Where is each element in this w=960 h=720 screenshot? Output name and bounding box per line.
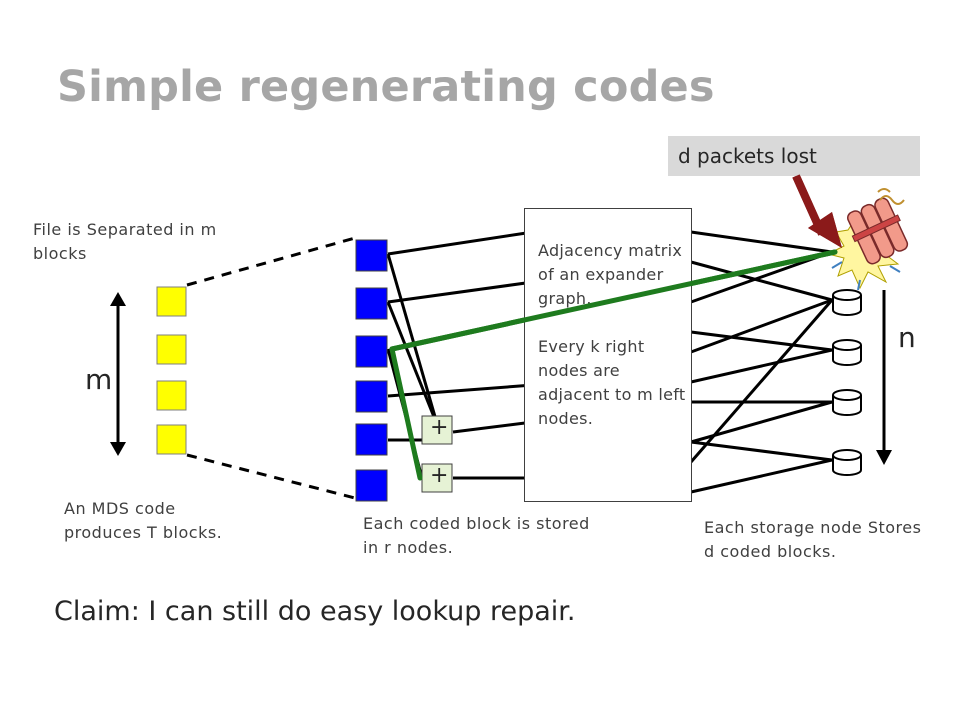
- n-label: n: [898, 321, 916, 354]
- storage-cylinder-icon: [832, 449, 862, 476]
- matrix-description: Adjacency matrix of an expander graph.: [538, 241, 683, 308]
- coded-block: [355, 335, 388, 368]
- matrix-property: Every k right nodes are adjacent to m le…: [538, 337, 686, 428]
- storage-nodes: [832, 289, 862, 476]
- slide-title: Simple regenerating codes: [57, 62, 715, 112]
- storage-cylinder-icon: [832, 339, 862, 366]
- dashed-line-bottom: [186, 453, 356, 500]
- storage-cylinder-icon: [832, 289, 862, 316]
- m-label: m: [85, 363, 113, 396]
- coded-block: [355, 469, 388, 502]
- xor-plus-top: +: [430, 415, 449, 440]
- mds-label: An MDS code produces T blocks.: [64, 499, 223, 542]
- source-blocks: [156, 286, 187, 455]
- coded-blocks: [355, 239, 388, 502]
- packets-lost-label: d packets lost: [668, 136, 920, 176]
- claim-text: Claim: I can still do easy lookup repair…: [54, 596, 576, 627]
- coded-block: [355, 380, 388, 413]
- xor-node: [421, 415, 453, 445]
- source-block: [156, 424, 187, 455]
- xor-nodes: [421, 415, 453, 493]
- dynamite-explosion-icon: [826, 188, 909, 291]
- file-separated-label: File is Separated in m blocks: [33, 220, 217, 263]
- n-arrow: [876, 290, 892, 465]
- coded-block: [355, 287, 388, 320]
- lost-arrow: [792, 174, 842, 248]
- m-double-arrow: [110, 292, 126, 456]
- adjacency-matrix-box: Adjacency matrix of an expander graph. E…: [524, 208, 692, 502]
- source-block: [156, 380, 187, 411]
- xor-node: [421, 463, 453, 493]
- source-block: [156, 334, 187, 365]
- coded-block: [355, 423, 388, 456]
- xor-plus-bottom: +: [430, 463, 449, 488]
- right-edges: [689, 230, 834, 494]
- coded-block-label: Each coded block is stored in r nodes.: [363, 514, 590, 557]
- dashed-line-top: [186, 236, 356, 287]
- storage-cylinder-icon: [832, 389, 862, 416]
- source-block: [156, 286, 187, 317]
- coded-block: [355, 239, 388, 272]
- storage-node-label: Each storage node Stores d coded blocks.: [704, 518, 922, 561]
